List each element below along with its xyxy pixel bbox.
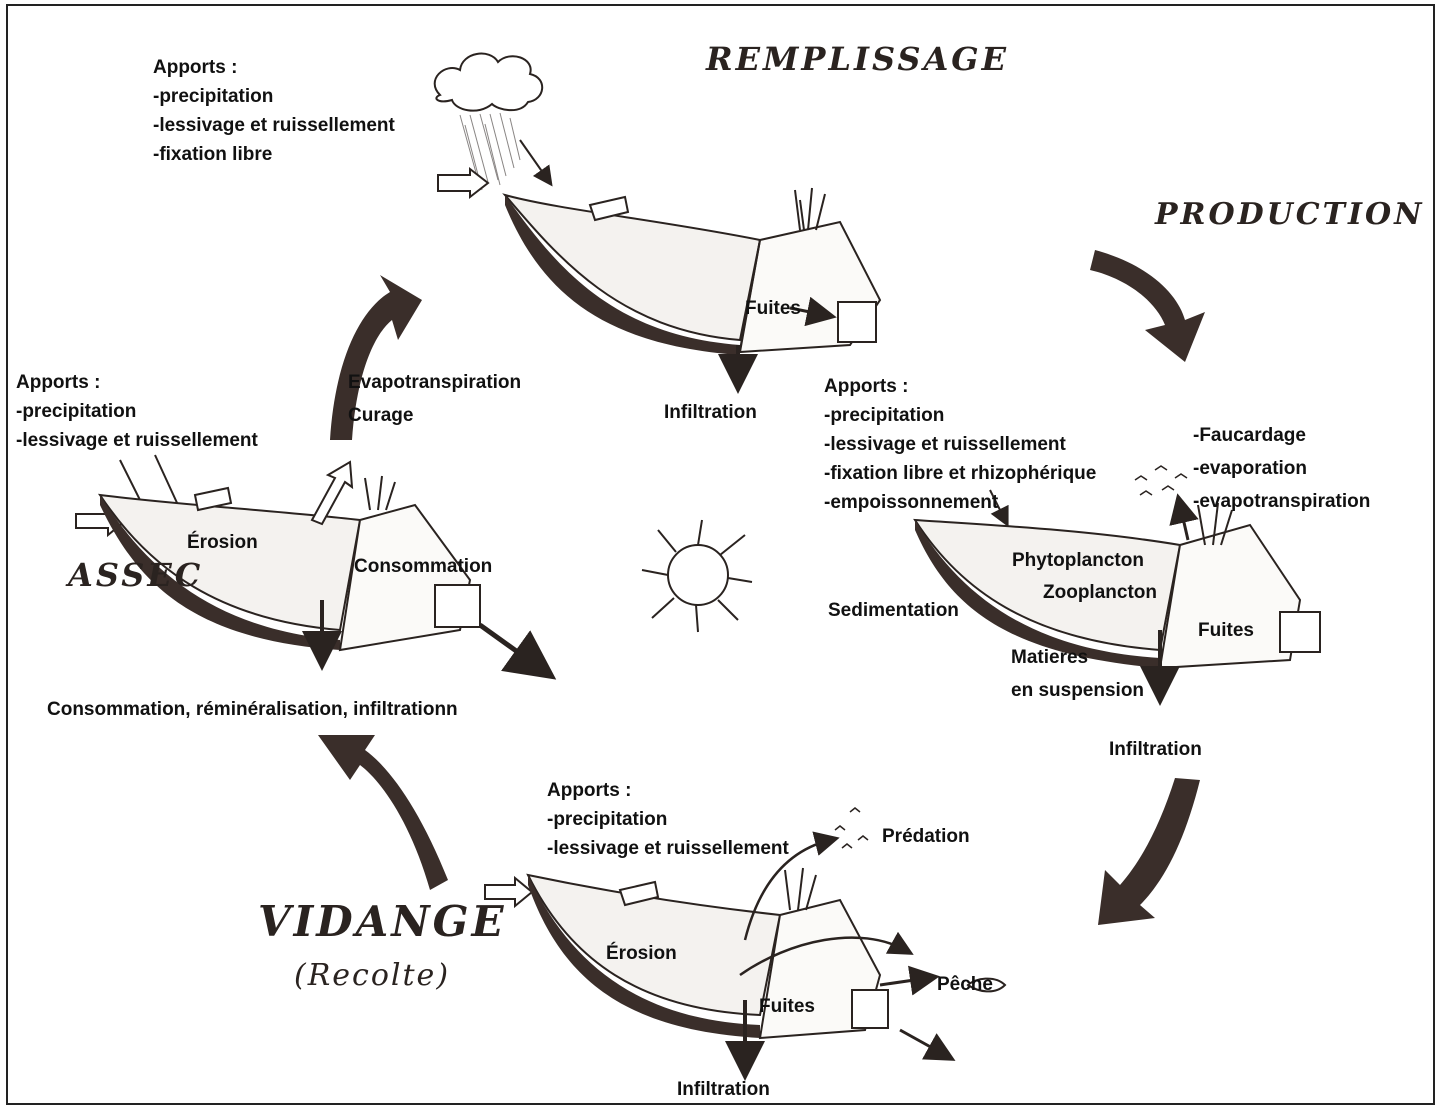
vidange-apports: Apports : -precipitation -lessivage et r… (547, 776, 789, 863)
evaporation-arrow-icon (312, 462, 352, 524)
assec-curage: Curage (348, 399, 521, 432)
runoff-arrow-icon (438, 169, 488, 197)
cycle-arrow-production-to-vidange (1098, 778, 1200, 925)
stage-title-assec: ASSEC (68, 556, 203, 594)
apports-line: -fixation libre (153, 140, 395, 169)
production-apports: Apports : -precipitation -lessivage et r… (824, 372, 1096, 517)
stage-title-remplissage: REMPLISSAGE (706, 40, 1009, 78)
remplissage-infiltration: Infiltration (664, 398, 757, 427)
evaporation-arrow-icon (1180, 505, 1188, 540)
assec-evapotranspiration: Evapotranspiration (348, 366, 521, 399)
monk-box-icon (852, 990, 888, 1028)
matieres-line: en suspension (1011, 674, 1144, 707)
monk-box-icon (1280, 612, 1320, 652)
cycle-arrow-remplissage-to-production (1090, 250, 1205, 362)
rain-arrow-icon (520, 140, 548, 180)
matieres-line: Matieres (1011, 641, 1144, 674)
apports-line: -precipitation (153, 82, 395, 111)
assec-bottom-caption: Consommation, réminéralisation, infiltra… (47, 695, 458, 724)
assec-erosion: Érosion (187, 528, 258, 557)
production-zooplancton: Zooplancton (1043, 578, 1157, 607)
production-fuites: Fuites (1198, 616, 1254, 645)
apports-line: Apports : (16, 368, 258, 397)
vidange-predation: Prédation (882, 822, 970, 851)
production-infiltration: Infiltration (1109, 735, 1202, 764)
apports-line: Apports : (153, 53, 395, 82)
assec-consommation: Consommation (354, 552, 492, 581)
vidange-peche: Pêche (937, 970, 993, 999)
pertes-line: -Faucardage (1193, 419, 1370, 452)
assec-apports: Apports : -precipitation -lessivage et r… (16, 368, 258, 455)
apports-line: Apports : (824, 372, 1096, 401)
assec-sorties: Evapotranspiration Curage (348, 366, 521, 432)
stage-subtitle-recolte: (Recolte) (294, 958, 450, 993)
apports-line: -lessivage et ruissellement (16, 426, 258, 455)
production-phytoplancton: Phytoplancton (1012, 546, 1144, 575)
birds-icon (1135, 466, 1187, 495)
stage-title-vidange: VIDANGE (258, 897, 507, 946)
monk-box-icon (838, 302, 876, 342)
remplissage-pond (435, 54, 880, 378)
apports-line: -lessivage et ruissellement (824, 430, 1096, 459)
apports-line: -empoissonnement (824, 488, 1096, 517)
pertes-line: -evaporation (1193, 452, 1370, 485)
apports-line: -lessivage et ruissellement (153, 111, 395, 140)
sun-icon (642, 520, 752, 632)
production-matieres: Matieres en suspension (1011, 641, 1144, 707)
apports-line: -fixation libre et rhizophérique (824, 459, 1096, 488)
production-sedimentation: Sedimentation (828, 596, 959, 625)
cloud-icon (435, 54, 543, 111)
apports-line: -precipitation (547, 805, 789, 834)
vidange-erosion: Érosion (606, 939, 677, 968)
reeds-icon (795, 188, 825, 230)
apports-line: Apports : (547, 776, 789, 805)
apports-line: -lessivage et ruissellement (547, 834, 789, 863)
remplissage-fuites: Fuites (745, 294, 801, 323)
remplissage-apports: Apports : -precipitation -lessivage et r… (153, 53, 395, 169)
cycle-arrow-vidange-to-assec (318, 735, 448, 890)
birds-icon (835, 808, 868, 848)
apports-line: -precipitation (824, 401, 1096, 430)
pertes-line: -evapotranspiration (1193, 485, 1370, 518)
monk-box-icon (435, 585, 480, 627)
stage-title-production: PRODUCTION (1155, 197, 1425, 232)
vidange-fuites: Fuites (759, 992, 815, 1021)
reeds-icon (785, 868, 816, 910)
reeds-icon (365, 476, 395, 510)
vidange-infiltration: Infiltration (677, 1075, 770, 1104)
apports-line: -precipitation (16, 397, 258, 426)
production-pertes: -Faucardage -evaporation -evapotranspira… (1193, 419, 1370, 518)
